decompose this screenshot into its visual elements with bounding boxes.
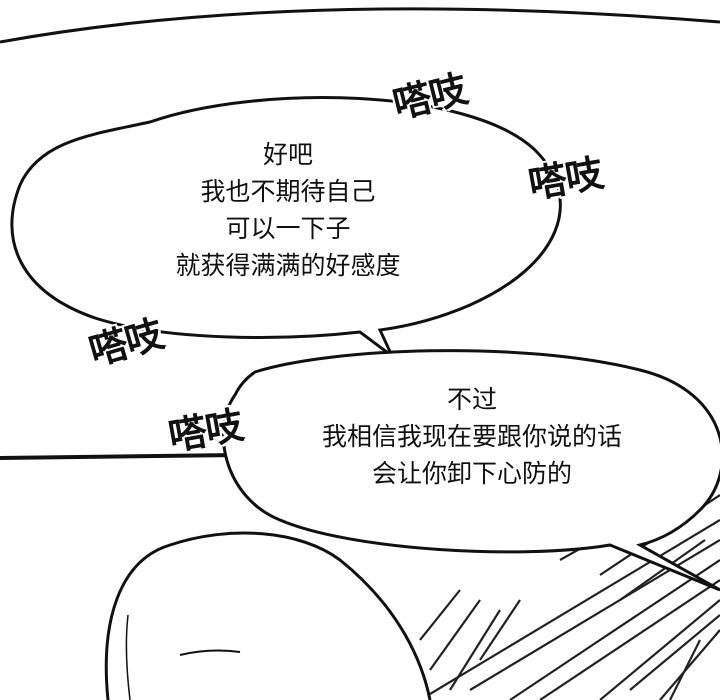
bubble-1-line: 就获得满满的好感度 [175,251,401,280]
horizon-line [0,453,239,460]
speech-bubble-2-shape [221,349,720,592]
bubble-1-line: 我也不期待自己 [200,177,376,206]
bubble-2-line: 不过 [446,385,497,414]
bubble-2-line: 我相信我现在要跟你说的话 [321,422,622,451]
bubble-2-line: 会让你卸下心防的 [371,459,572,488]
character-head [104,531,432,700]
head-detail-curve [125,614,131,700]
head-detail-line [179,649,241,656]
bubble-1-line: 可以一下子 [225,214,351,243]
speech-bubble-2-text: 不过 我相信我现在要跟你说的话 会让你卸下心防的 [292,381,652,492]
speech-bubble-1-shape [10,96,562,358]
speech-bubble-1-text: 好吧 我也不期待自己 可以一下子 就获得满满的好感度 [138,136,438,284]
panel-border-curve [0,7,720,44]
bubble-1-line: 好吧 [262,140,313,169]
